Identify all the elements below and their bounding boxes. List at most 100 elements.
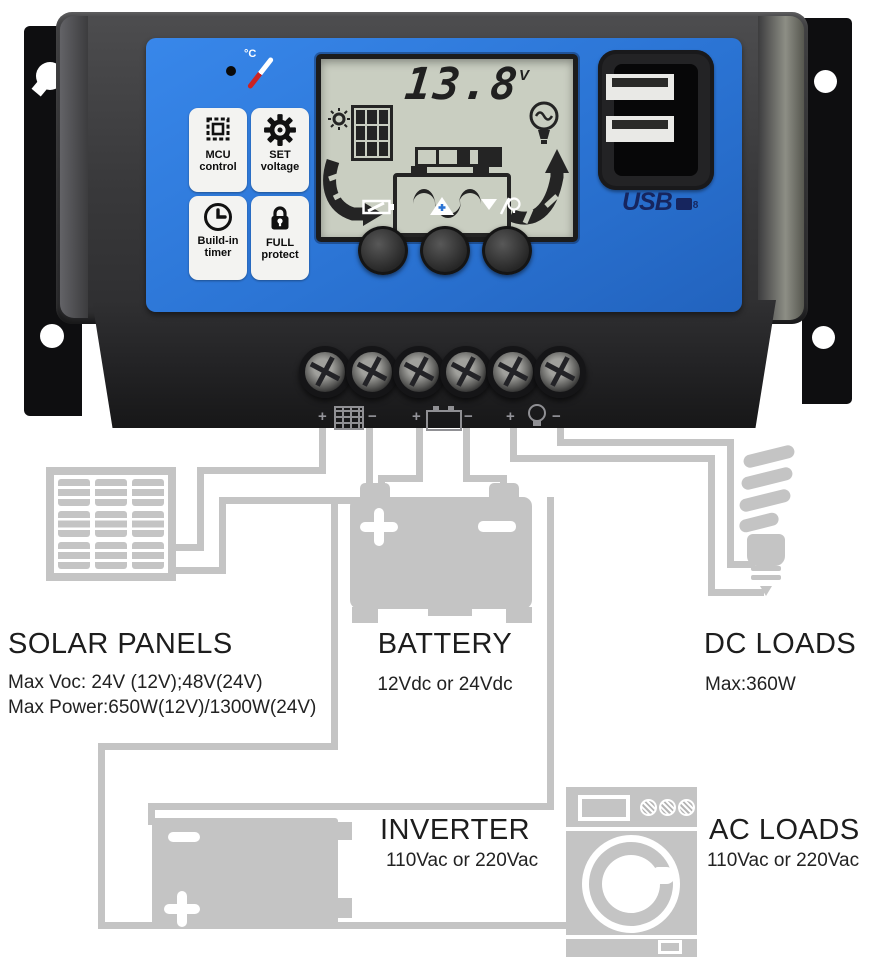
battery-plus-mark [360, 522, 398, 532]
battery-minus-mark [478, 521, 516, 532]
washer-door-glass [602, 855, 660, 913]
terminal-screw-load-minus[interactable] [534, 346, 586, 398]
temperature-icon: °C [244, 48, 278, 96]
mounting-bracket-right [802, 18, 852, 404]
wire-segment [547, 497, 554, 810]
wire-segment [98, 743, 338, 750]
terminal-sign-minus: − [464, 408, 473, 425]
solar-cell [132, 479, 164, 506]
washing-machine-icon [566, 787, 697, 957]
solar-cell [58, 542, 90, 569]
washer-knob [659, 799, 676, 816]
usb-logo-mark: 8 [692, 200, 698, 211]
solar-cell [95, 479, 127, 506]
temp-sensor-dot [226, 66, 236, 76]
wire-segment [170, 544, 204, 551]
battery-terminal-post [489, 483, 519, 501]
lcd-charge-arrow-icon [323, 158, 383, 226]
up-plus-icon [430, 197, 454, 215]
battery-foot [506, 607, 532, 623]
wire-segment [463, 424, 470, 482]
body-bevel-right [758, 16, 804, 320]
lcd-discharge-arrow-icon [508, 149, 569, 225]
terminal-load-icon [528, 404, 546, 422]
button-battery[interactable] [358, 226, 408, 275]
wire-segment [366, 424, 373, 504]
wire-segment [708, 455, 715, 596]
wire-segment [148, 803, 554, 810]
battery-status-icon [362, 199, 394, 215]
terminal-screw-solar-minus[interactable] [346, 346, 398, 398]
dc-loads-spec: Max:360W [705, 674, 796, 695]
lcd-bulb-icon [529, 101, 559, 144]
mounting-hole [812, 326, 835, 349]
usb-port-housing [598, 50, 714, 190]
terminal-sign-minus: − [368, 408, 377, 425]
wire-segment [98, 743, 105, 929]
down-load-icon [481, 197, 521, 215]
button-down-load[interactable] [482, 226, 532, 275]
washer-panel-line [566, 827, 697, 831]
wire-segment [170, 567, 226, 574]
inverter-minus-mark [168, 832, 200, 842]
battery-terminal-post [360, 483, 390, 501]
washer-knob [678, 799, 695, 816]
usb-socket-bottom[interactable] [606, 116, 674, 142]
wire-segment [378, 475, 423, 482]
button-up[interactable] [420, 226, 470, 275]
wire-segment [197, 467, 204, 551]
wire-segment [557, 439, 734, 446]
thermometer-icon [246, 56, 275, 90]
wire-segment [219, 497, 373, 504]
solar-panel-icon [46, 467, 176, 581]
wire-segment [148, 803, 155, 825]
washer-door-handle [654, 867, 675, 884]
lcd-solar-panel-icon [351, 105, 393, 161]
ac-loads-title: AC LOADS [709, 814, 860, 846]
terminal-battery-icon [426, 406, 462, 431]
terminal-load-icon-base [533, 421, 541, 426]
wire-segment [463, 475, 507, 482]
terminal-screw-battery-minus[interactable] [440, 346, 492, 398]
solar-cell [58, 479, 90, 506]
washer-base-line [566, 935, 697, 939]
lcd-voltage-value: 13.8 [402, 59, 522, 110]
solar-cell [58, 510, 90, 538]
solar-spec-voc: Max Voc: 24V (12V);48V(24V) [8, 672, 263, 693]
wire-segment [510, 424, 517, 462]
chip-icon [206, 117, 230, 141]
wire-segment [319, 424, 326, 474]
terminal-sign-plus: + [412, 408, 421, 425]
terminal-screw-battery-plus[interactable] [393, 346, 445, 398]
wire-segment [510, 455, 715, 462]
terminal-screw-load-plus[interactable] [487, 346, 539, 398]
terminal-screw-solar-plus[interactable] [299, 346, 351, 398]
usb-contact [612, 78, 668, 87]
battery-spec: 12Vdc or 24Vdc [377, 674, 513, 695]
wire-segment [331, 497, 338, 750]
lcd-charge-bar-icon [415, 147, 502, 167]
usb-socket-top[interactable] [606, 74, 674, 100]
wire-segment [727, 439, 734, 568]
gear-icon [264, 114, 296, 146]
solar-cell [95, 510, 127, 538]
inverter-terminal-tab [336, 822, 352, 840]
solar-cell [95, 542, 127, 569]
solar-cell [132, 542, 164, 569]
inverter-spec: 110Vac or 220Vac [386, 850, 539, 871]
clock-icon [204, 203, 232, 231]
solar-cell [132, 510, 164, 538]
lcd-voltage-unit: V [519, 67, 530, 84]
inverter-title: INVERTER [380, 814, 531, 846]
terminal-solar-icon [334, 406, 364, 430]
ac-loads-spec: 110Vac or 220Vac [707, 850, 860, 871]
